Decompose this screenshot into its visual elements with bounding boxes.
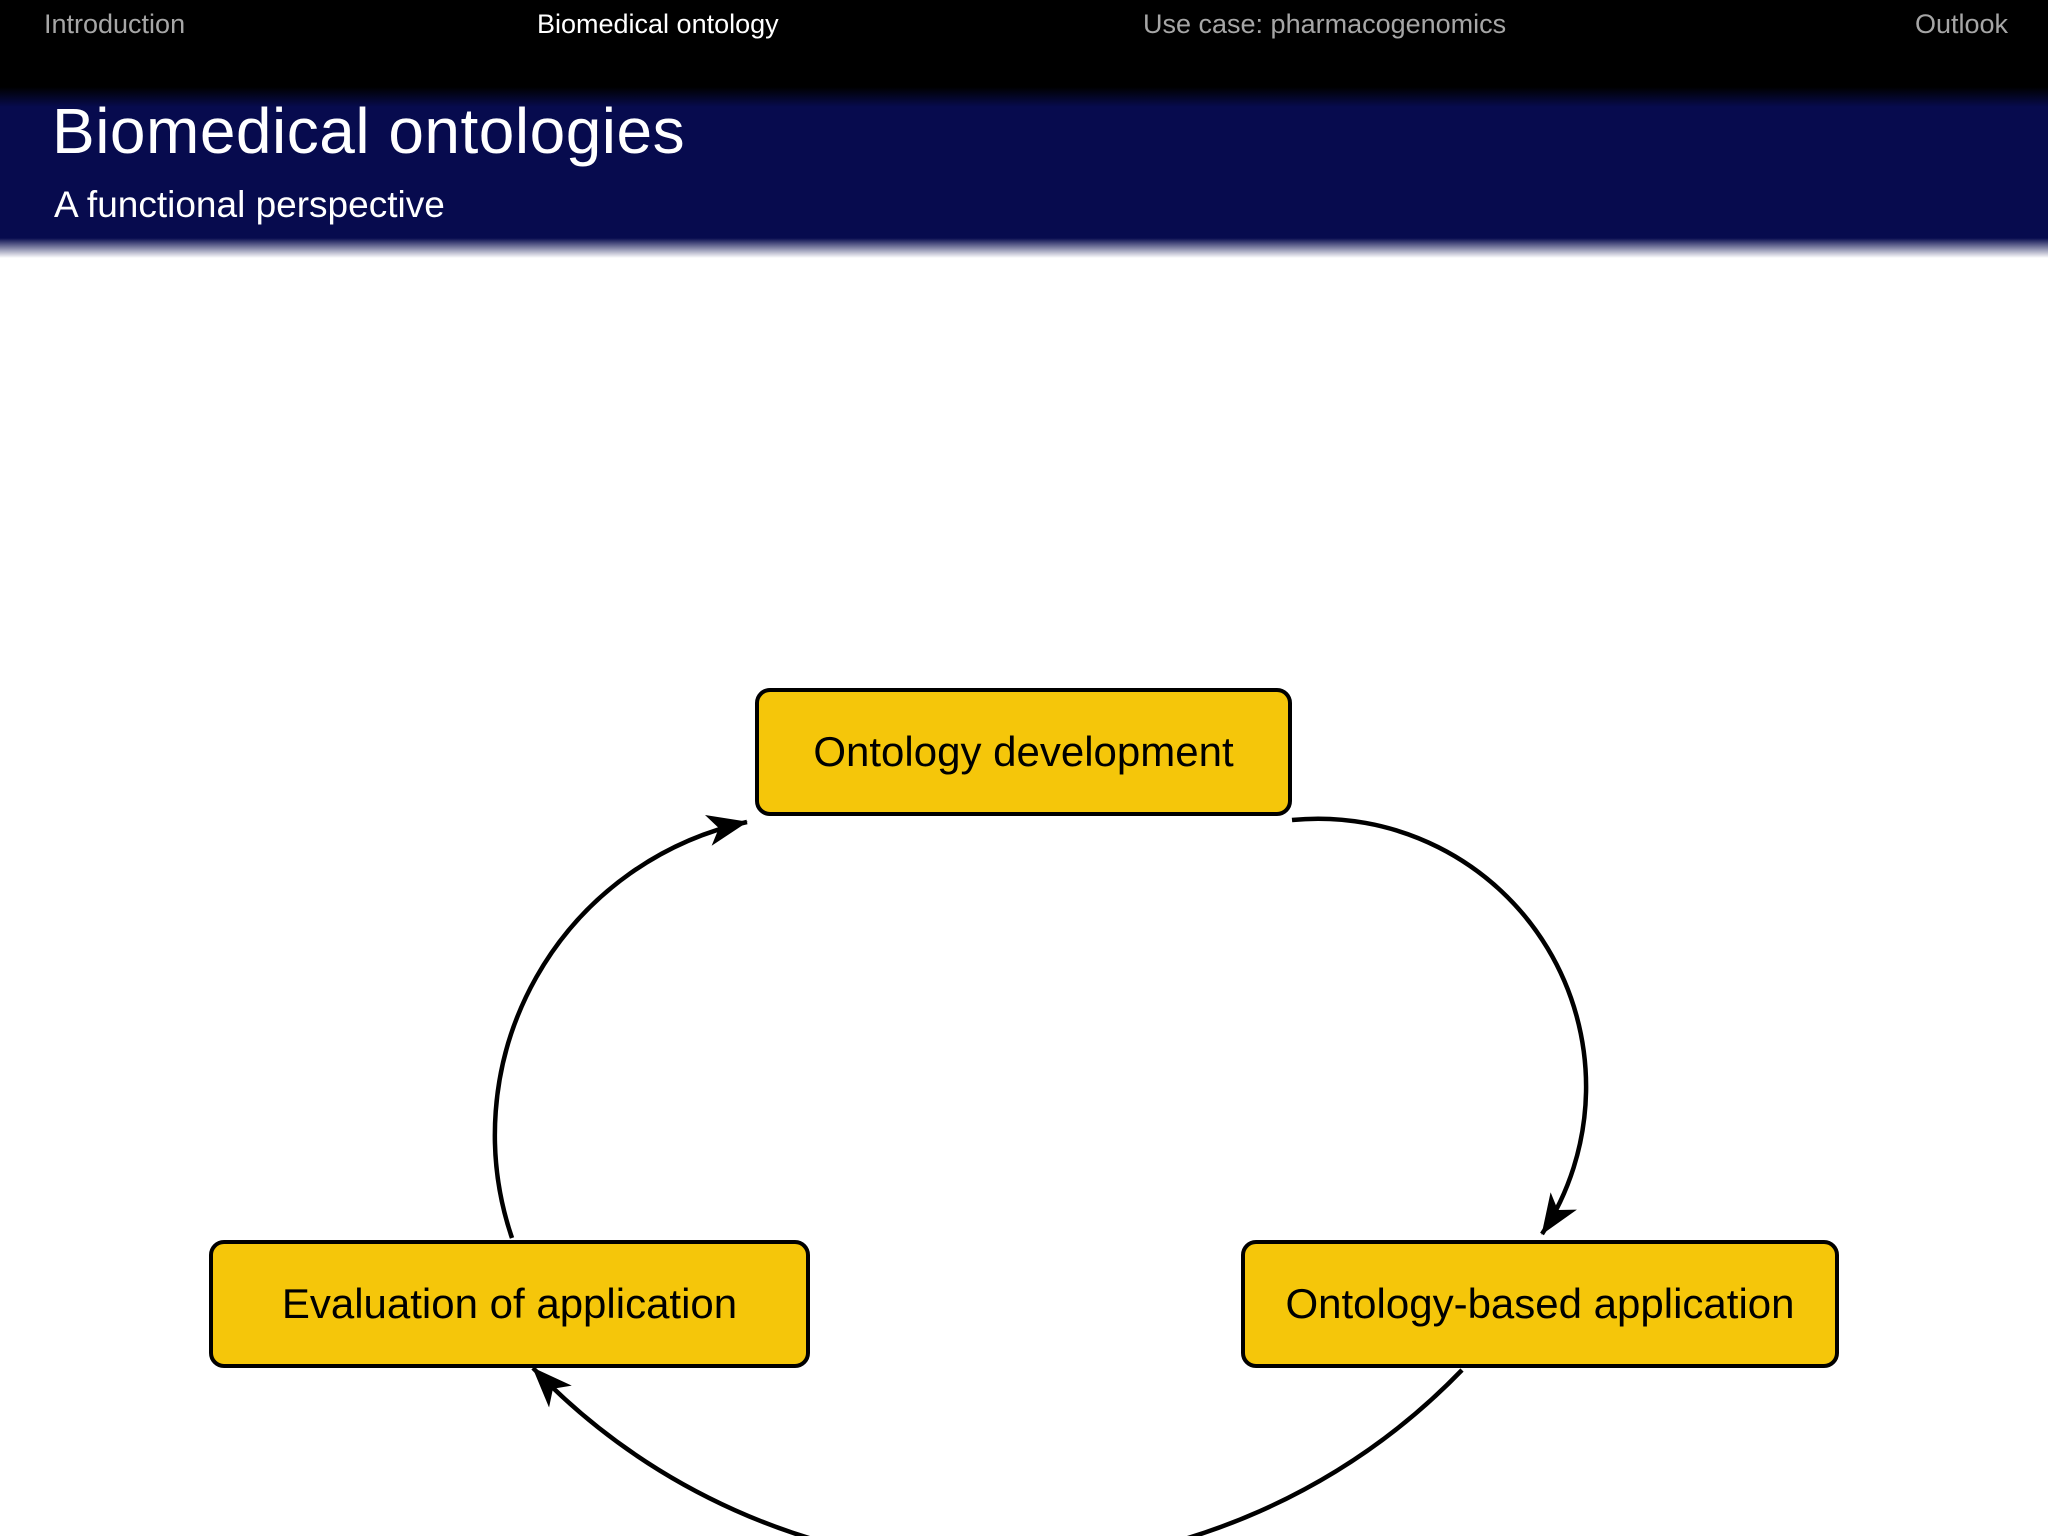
node-label-ontology-development: Ontology development xyxy=(813,728,1234,775)
nav-section-use-case-pharmacogenomics[interactable]: Use case: pharmacogenomics xyxy=(1143,9,1507,39)
node-label-ontology-based-application: Ontology-based application xyxy=(1285,1280,1795,1327)
section-navigation: Introduction Biomedical ontology Use cas… xyxy=(0,0,2048,87)
diagram-node-ontology-development: Ontology development xyxy=(755,688,1292,816)
frame-title-bar: Biomedical ontologies A functional persp… xyxy=(0,87,2048,258)
diagram-node-ontology-based-application: Ontology-based application xyxy=(1241,1240,1839,1368)
nav-section-biomedical-ontology[interactable]: Biomedical ontology xyxy=(537,9,779,39)
frame-subtitle: A functional perspective xyxy=(54,184,445,225)
slide-content: Ontology development Ontology-based appl… xyxy=(0,258,2048,1536)
nav-section-outlook[interactable]: Outlook xyxy=(1914,9,2008,39)
nav-section-introduction[interactable]: Introduction xyxy=(44,9,186,39)
arrow-evaluation-to-development xyxy=(492,815,748,1239)
frame-title: Biomedical ontologies xyxy=(52,95,686,167)
diagram-node-evaluation-of-application: Evaluation of application xyxy=(209,1240,810,1368)
arrow-application-to-evaluation xyxy=(531,1366,1464,1536)
node-label-evaluation-of-application: Evaluation of application xyxy=(281,1280,738,1327)
arrow-development-to-application xyxy=(1291,816,1589,1236)
